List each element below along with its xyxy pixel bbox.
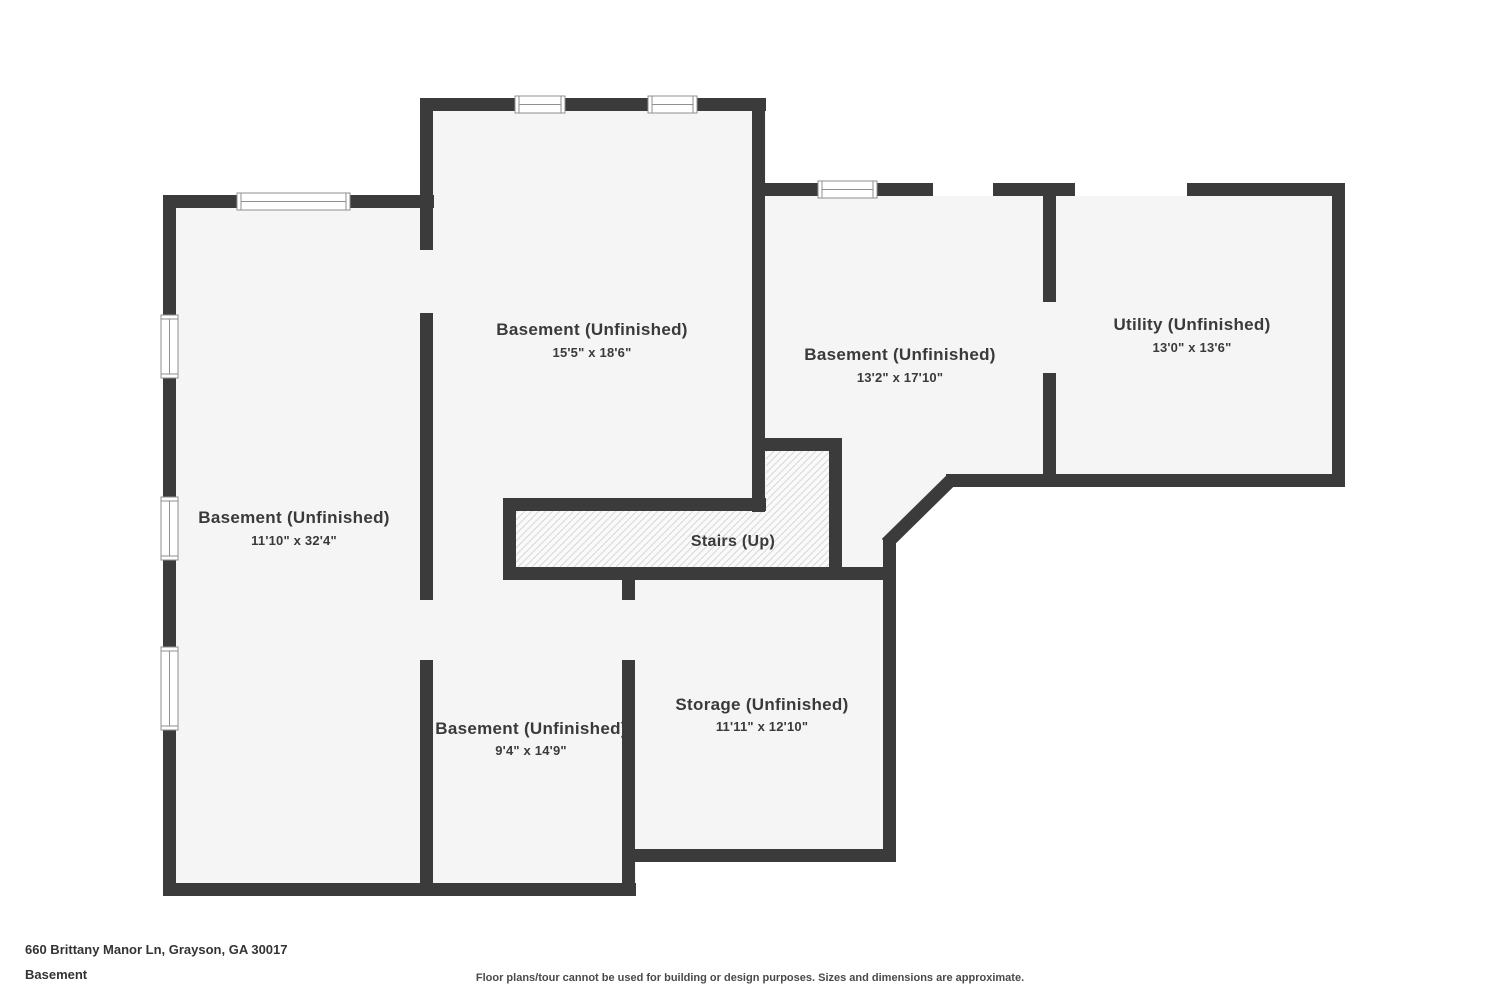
wall-segment bbox=[1043, 373, 1056, 487]
room-labels: Basement (Unfinished) 15'5" x 18'6" Base… bbox=[198, 315, 1270, 758]
wall-segment bbox=[622, 849, 896, 862]
wall-segment bbox=[622, 660, 635, 896]
address-line: 660 Brittany Manor Ln, Grayson, GA 30017 bbox=[25, 942, 288, 957]
wall-segment bbox=[829, 438, 842, 580]
wall-segment bbox=[163, 883, 636, 896]
stairs-label: Stairs (Up) bbox=[691, 533, 775, 550]
wall-segment bbox=[503, 567, 896, 580]
window bbox=[160, 646, 179, 731]
room-label: Basement (Unfinished) bbox=[496, 320, 687, 339]
wall-opening bbox=[1075, 183, 1187, 196]
wall-segment bbox=[752, 98, 765, 512]
windows bbox=[160, 95, 878, 731]
wall-segment bbox=[420, 98, 766, 111]
room-dimensions: 13'0" x 13'6" bbox=[1153, 340, 1232, 355]
room-label: Storage (Unfinished) bbox=[675, 695, 848, 714]
wall-segment bbox=[946, 474, 1345, 487]
disclaimer-text: Floor plans/tour cannot be used for buil… bbox=[475, 972, 1025, 984]
wall-segment bbox=[1332, 183, 1345, 487]
window bbox=[817, 180, 878, 199]
wall-segment bbox=[883, 540, 896, 862]
room-dimensions: 13'2" x 17'10" bbox=[857, 370, 943, 385]
room-label: Utility (Unfinished) bbox=[1113, 315, 1270, 334]
wall-segment bbox=[1043, 183, 1056, 302]
wall-segment bbox=[503, 498, 766, 511]
window bbox=[514, 95, 566, 114]
room-dimensions: 11'10" x 32'4" bbox=[251, 533, 337, 548]
wall-segment bbox=[503, 498, 516, 580]
room-label: Basement (Unfinished) bbox=[435, 719, 626, 738]
stairs-area bbox=[516, 451, 829, 567]
wall-opening bbox=[933, 183, 993, 196]
window bbox=[160, 496, 179, 561]
room-dimensions: 11'11" x 12'10" bbox=[716, 719, 808, 734]
wall-segment bbox=[622, 567, 635, 600]
room-label: Basement (Unfinished) bbox=[804, 345, 995, 364]
room-label: Basement (Unfinished) bbox=[198, 508, 389, 527]
wall-segment bbox=[752, 438, 842, 451]
window bbox=[236, 192, 351, 211]
window bbox=[647, 95, 698, 114]
wall-segment bbox=[420, 660, 433, 896]
wall-openings bbox=[933, 183, 1187, 196]
diagonal-wall-segment bbox=[881, 473, 958, 549]
wall-segment bbox=[420, 98, 433, 250]
wall-segment bbox=[420, 313, 433, 600]
floor-name: Basement bbox=[25, 967, 88, 982]
room-dimensions: 9'4" x 14'9" bbox=[495, 743, 567, 758]
window bbox=[160, 314, 179, 379]
room-dimensions: 15'5" x 18'6" bbox=[553, 345, 632, 360]
